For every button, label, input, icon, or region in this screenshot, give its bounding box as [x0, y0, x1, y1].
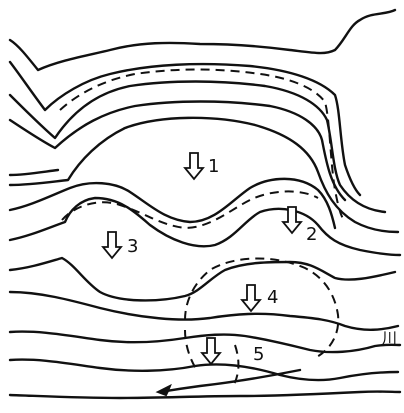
flow-line	[160, 370, 300, 392]
contour-line	[10, 10, 395, 70]
contour-line	[10, 102, 345, 201]
contour-line	[10, 292, 398, 330]
contour-line	[10, 360, 398, 381]
down-arrow-icon	[103, 232, 121, 258]
contour-line	[10, 170, 58, 175]
river-label: 川	[382, 329, 397, 347]
flow-left-arrow-icon	[158, 386, 170, 395]
zone-label-5: 5	[253, 344, 264, 365]
down-arrow-icon	[242, 285, 260, 311]
contour-line	[10, 392, 400, 398]
contour-line	[10, 198, 400, 255]
contour-line	[10, 258, 395, 300]
zone-label-4: 4	[267, 287, 278, 308]
zone-label-3: 3	[127, 236, 138, 257]
contour-line	[10, 179, 335, 228]
down-arrow-icon	[185, 153, 203, 179]
down-arrow-icon	[202, 338, 220, 364]
zone-label-1: 1	[208, 156, 219, 177]
zone-label-2: 2	[306, 224, 317, 245]
contour-line	[10, 332, 400, 352]
